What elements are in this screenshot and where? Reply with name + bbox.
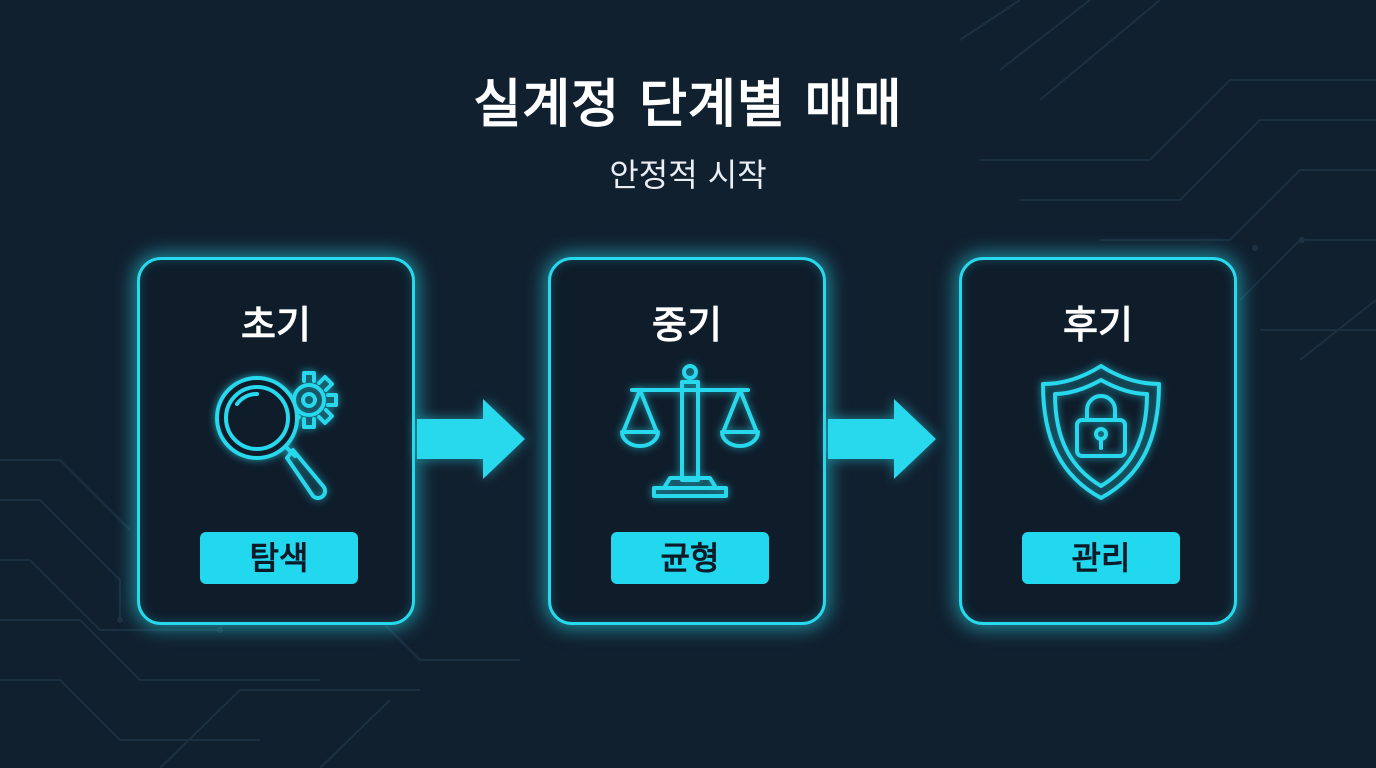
magnifier-gear-icon [209,360,349,508]
stage-card-early: 초기 탐색 [137,257,415,625]
stage-card-middle: 중기 균형 [548,257,826,625]
stage-title: 초기 [241,303,311,347]
arrow-right-icon [417,399,529,479]
stage-card-late: 후기 관리 [959,257,1237,625]
stage-badge: 탐색 [200,532,358,584]
stage-badge: 균형 [611,532,769,584]
stage-title: 후기 [1063,303,1133,347]
arrow-right-icon [828,399,940,479]
page-subtitle: 안정적 시작 [609,156,767,194]
balance-scale-icon [620,360,760,508]
stage-badge: 관리 [1022,532,1180,584]
page-title: 실계정 단계별 매매 [473,75,903,135]
shield-lock-icon [1031,360,1171,508]
stage-title: 중기 [652,303,722,347]
